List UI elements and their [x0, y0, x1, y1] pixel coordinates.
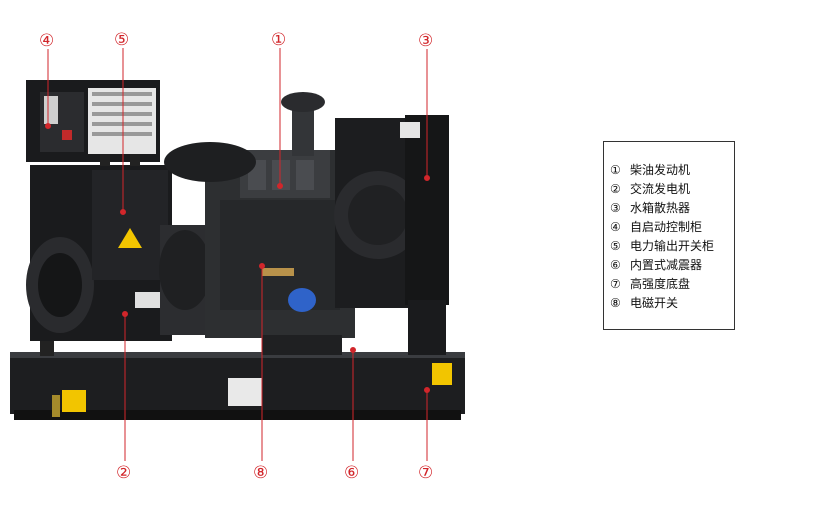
callout-5: ⑤	[114, 30, 129, 50]
callout-4: ④	[39, 31, 54, 51]
legend-item: ② 交流发电机	[610, 179, 734, 198]
callout-markers: ① ③ ④ ⑤ ② ⑧ ⑥ ⑦	[39, 30, 433, 483]
legend-item: ⑧ 电磁开关	[610, 293, 734, 312]
parts-legend: ① 柴油发动机 ② 交流发电机 ③ 水箱散热器 ④ 自启动控制柜 ⑤ 电力输出开…	[603, 141, 735, 330]
legend-text: 电力输出开关柜	[630, 239, 715, 253]
legend-text: 交流发电机	[630, 182, 691, 196]
legend-number: ②	[610, 181, 621, 196]
legend-number: ⑧	[610, 295, 621, 310]
info-plate	[228, 378, 262, 406]
callout-lines	[45, 48, 430, 461]
legend-text: 自启动控制柜	[630, 220, 703, 234]
callout-7: ⑦	[418, 463, 433, 483]
legend-text: 内置式减震器	[630, 258, 703, 272]
legend-text: 水箱散热器	[630, 201, 691, 215]
oil-filter	[288, 288, 316, 312]
legend-number: ④	[610, 219, 621, 234]
legend-item: ④ 自启动控制柜	[610, 217, 734, 236]
legend-number: ⑤	[610, 238, 621, 253]
air-filter	[164, 142, 256, 182]
callout-2: ②	[116, 463, 131, 483]
alternator	[26, 165, 211, 341]
legend-item: ⑥ 内置式减震器	[610, 255, 734, 274]
legend-item: ③ 水箱散热器	[610, 198, 734, 217]
legend-text: 柴油发动机	[630, 163, 691, 177]
legend-number: ⑦	[610, 276, 621, 291]
legend-item: ① 柴油发动机	[610, 160, 734, 179]
control-panel-box	[26, 80, 160, 166]
callout-1: ①	[271, 30, 286, 50]
callout-6: ⑥	[344, 463, 359, 483]
chassis	[10, 330, 465, 420]
legend-item: ⑦ 高强度底盘	[610, 274, 734, 293]
callout-3: ③	[418, 31, 433, 51]
legend-text: 高强度底盘	[630, 277, 691, 291]
callout-8: ⑧	[253, 463, 268, 483]
legend-number: ③	[610, 200, 621, 215]
warning-label-right	[432, 363, 452, 385]
legend-number: ⑥	[610, 257, 621, 272]
high-voltage-icon	[118, 228, 142, 248]
warning-label-left	[62, 390, 86, 412]
radiator	[334, 115, 449, 355]
legend-item: ⑤ 电力输出开关柜	[610, 236, 734, 255]
legend-number: ①	[610, 162, 621, 177]
legend-text: 电磁开关	[630, 296, 679, 310]
